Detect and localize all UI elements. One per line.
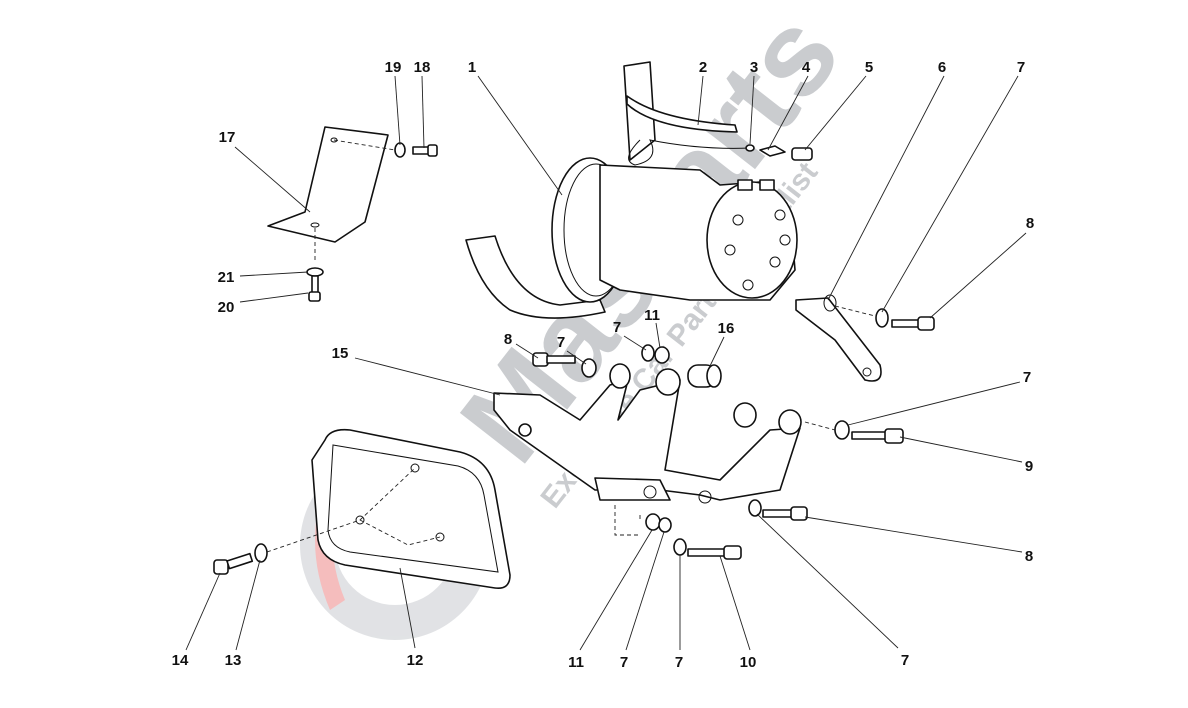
part-nut-11a[interactable] <box>654 346 670 364</box>
part-bolt-8c[interactable] <box>762 506 808 521</box>
callout-16: 16 <box>718 320 735 337</box>
callout-18: 18 <box>414 59 431 76</box>
part-bolt-8a[interactable] <box>891 316 935 331</box>
callout-2: 2 <box>699 59 707 76</box>
part-washer-19[interactable] <box>394 142 406 158</box>
callout-7: 7 <box>620 654 628 671</box>
part-bolt-14[interactable] <box>213 552 254 575</box>
callout-9: 9 <box>1025 458 1033 475</box>
callout-4: 4 <box>802 59 811 76</box>
part-bolt-20[interactable] <box>308 275 321 302</box>
part-washer-7f[interactable] <box>673 538 687 556</box>
callout-11: 11 <box>644 307 660 324</box>
part-sensor-5[interactable] <box>791 147 813 161</box>
part-cover-12[interactable] <box>311 428 511 590</box>
part-oring-3[interactable] <box>745 144 755 152</box>
part-spacer-16[interactable] <box>687 364 722 388</box>
part-clip-4[interactable] <box>759 145 786 157</box>
callout-8: 8 <box>1026 215 1034 232</box>
callout-19: 19 <box>385 59 402 76</box>
part-bolt-8b[interactable] <box>532 352 576 367</box>
part-washer-7d[interactable] <box>834 420 850 440</box>
part-washer-7c[interactable] <box>641 344 655 362</box>
callout-3: 3 <box>750 59 758 76</box>
callout-7: 7 <box>1017 59 1025 76</box>
callout-17: 17 <box>219 129 236 146</box>
callout-21: 21 <box>218 269 235 286</box>
callout-7: 7 <box>901 652 909 669</box>
part-bolt-10[interactable] <box>687 545 742 560</box>
part-bolt-9[interactable] <box>851 428 904 444</box>
callout-20: 20 <box>218 299 235 316</box>
part-bolt-18[interactable] <box>412 144 438 157</box>
part-washer-21[interactable] <box>306 267 324 277</box>
callout-11: 11 <box>568 654 584 671</box>
part-hose-2[interactable] <box>626 95 751 166</box>
part-washer-13[interactable] <box>254 543 268 563</box>
callout-14: 14 <box>172 652 189 669</box>
part-arm-6[interactable] <box>795 294 882 382</box>
callout-10: 10 <box>740 654 757 671</box>
part-bracket-17[interactable] <box>267 126 389 243</box>
callout-8: 8 <box>504 331 512 348</box>
callout-labels: 19 18 1 2 3 4 5 6 7 17 8 21 20 8 7 7 11 … <box>172 59 1035 671</box>
callout-8: 8 <box>1025 548 1033 565</box>
callout-7: 7 <box>557 334 565 351</box>
callout-13: 13 <box>225 652 242 669</box>
callout-5: 5 <box>865 59 873 76</box>
part-compressor-1[interactable] <box>551 157 798 303</box>
callout-6: 6 <box>938 59 946 76</box>
part-washer-7e[interactable] <box>748 499 762 517</box>
callout-12: 12 <box>407 652 424 669</box>
part-nut-11b[interactable] <box>645 513 672 533</box>
callout-15: 15 <box>332 345 349 362</box>
part-washer-7b[interactable] <box>581 358 597 378</box>
callout-7: 7 <box>613 319 621 336</box>
callout-7: 7 <box>1023 369 1031 386</box>
part-bracket-15[interactable] <box>493 363 802 504</box>
part-washer-7a[interactable] <box>875 308 889 328</box>
callout-7: 7 <box>675 654 683 671</box>
callout-1: 1 <box>468 59 476 76</box>
leader-lines <box>185 75 1027 651</box>
